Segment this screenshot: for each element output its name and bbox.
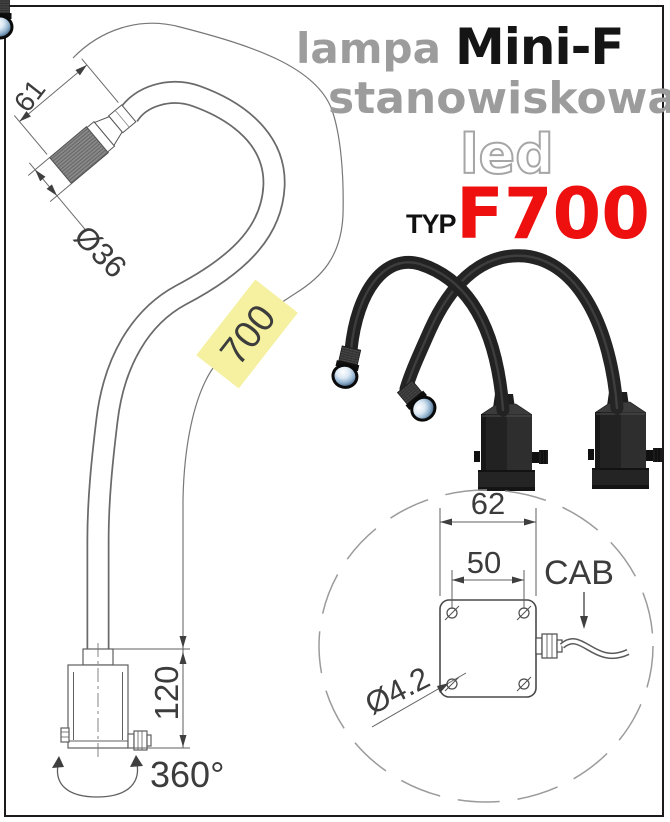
detail-circle	[318, 489, 654, 803]
title-product-type: lampa	[296, 24, 441, 73]
cable-label: CAB	[544, 554, 614, 592]
yellow-highlight	[196, 279, 298, 389]
dim-plate-width: 62	[471, 486, 505, 521]
photo-lamp-base	[474, 394, 548, 491]
head-length-dim-lines	[13, 58, 119, 155]
side-view-drawing: 61 Ø36 700	[8, 22, 344, 798]
title-led: led	[459, 123, 555, 186]
cable-arrow-head	[580, 616, 588, 629]
title-subtitle: stanowiskowa	[328, 73, 670, 124]
hole-diameter-leader	[371, 672, 467, 728]
plate-width-dim-lines	[439, 508, 537, 596]
photo-head-left	[329, 343, 365, 392]
base-gland-body	[133, 730, 148, 751]
arm-length-highlight: 700	[196, 279, 298, 389]
title-type-label: TYP	[406, 209, 457, 239]
lamp-head-drawing	[13, 58, 137, 231]
mounting-detail: 62 50 CAB	[318, 486, 654, 803]
rotation-arrow-arc	[56, 758, 139, 798]
detail-gland	[535, 633, 563, 659]
title-product-name: Mini-F	[455, 18, 625, 76]
dim-base-rotation: 360°	[150, 754, 224, 795]
base-height-dim-lines	[112, 648, 190, 749]
base-screw	[60, 727, 70, 743]
dim-hole-spacing: 50	[467, 545, 501, 580]
gooseneck-arm-outline	[86, 81, 286, 650]
base-gland-neck	[127, 733, 135, 749]
photo-lamp-head	[0, 0, 14, 40]
rotation-arrow-left	[52, 756, 64, 768]
lamp-base-drawing	[60, 648, 152, 751]
dim-head-diameter: Ø36	[67, 219, 133, 285]
product-photo	[0, 0, 663, 491]
photo-lamp-base-2	[587, 391, 663, 490]
arm-length-dimension-curve	[72, 22, 344, 748]
base-gland-tip	[146, 734, 152, 747]
title-type-value: F700	[456, 173, 650, 255]
hole-diameter-arrow	[437, 683, 449, 693]
dim-base-height: 120	[148, 665, 185, 720]
rotation-arrow-right	[130, 755, 143, 767]
dim-head-length: 61	[8, 74, 52, 118]
mounting-holes	[444, 605, 532, 692]
